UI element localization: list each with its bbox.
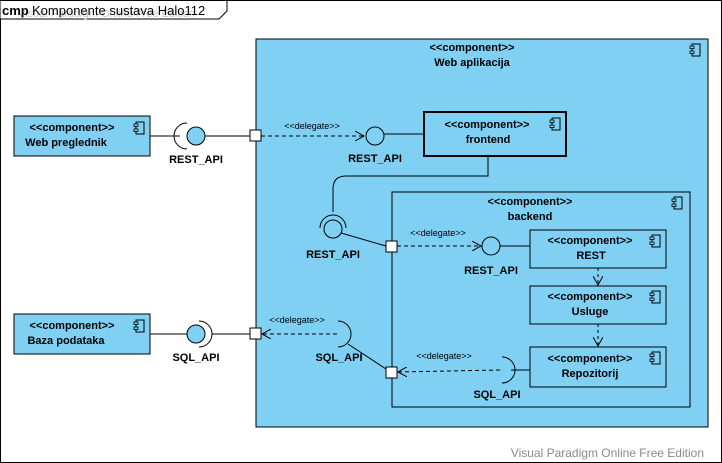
- interface-rest-api-rest[interactable]: REST_API: [464, 236, 530, 277]
- interface-rest-api-web-preglednik[interactable]: REST_API: [150, 122, 250, 166]
- port-web-aplikacija-top[interactable]: [249, 129, 262, 142]
- frame-watermark-overlay: Visual Paradigm Online Free Edition: [18, 8, 195, 20]
- delegate-connector-frontend[interactable]: <<delegate>>: [261, 121, 364, 136]
- web-aplikacija-label: Web aplikacija: [434, 57, 510, 69]
- delegate-connector-repozitorij[interactable]: <<delegate>>: [398, 351, 501, 372]
- web-aplikacija-stereotype: <<component>>: [430, 42, 515, 54]
- rest-api-label-left: REST_API: [169, 154, 223, 166]
- baza-podataka-label: Baza podataka: [27, 335, 105, 347]
- port-backend-sql[interactable]: [385, 366, 398, 379]
- required-interface-repozitorij-sql[interactable]: SQL_API: [473, 356, 530, 401]
- interface-sql-api-baza[interactable]: SQL_API: [150, 320, 250, 364]
- delegate-connector-rest[interactable]: <<delegate>>: [397, 228, 481, 246]
- rest-stereotype: <<component>>: [548, 235, 633, 247]
- component-web-preglednik[interactable]: <<component>> Web preglednik: [13, 115, 151, 157]
- rest-api-label-frontend: REST_API: [348, 153, 402, 165]
- backend-stereotype: <<component>>: [488, 196, 573, 208]
- delegate-label-baza: <<delegate>>: [269, 315, 325, 325]
- port-backend-rest[interactable]: [385, 240, 398, 253]
- footer-watermark: Visual Paradigm Online Free Edition: [511, 446, 704, 460]
- usluge-stereotype: <<component>>: [548, 291, 633, 303]
- sql-api-label-repozitorij: SQL_API: [473, 389, 520, 401]
- backend-label: backend: [508, 211, 553, 223]
- component-rest[interactable]: <<component>> REST: [529, 229, 667, 269]
- delegate-label-frontend: <<delegate>>: [284, 121, 340, 131]
- rest-label: REST: [576, 250, 606, 262]
- rest-api-label-rest: REST_API: [464, 265, 518, 277]
- delegate-label-rest: <<delegate>>: [410, 228, 466, 238]
- sql-api-label-mid: SQL_API: [315, 352, 362, 364]
- component-frontend[interactable]: <<component>> frontend: [423, 111, 567, 157]
- frame-keyword: cmp: [2, 3, 29, 18]
- required-interface-backend-sql[interactable]: SQL_API: [315, 320, 387, 370]
- rest-api-label-mid: REST_API: [306, 249, 360, 261]
- interface-rest-api-frontend[interactable]: REST_API: [348, 126, 424, 165]
- frontend-label: frontend: [466, 134, 511, 146]
- sql-api-label-left: SQL_API: [172, 352, 219, 364]
- repozitorij-stereotype: <<component>>: [548, 353, 633, 365]
- web-preglednik-stereotype: <<component>>: [30, 122, 115, 134]
- delegate-connector-baza[interactable]: <<delegate>>: [262, 315, 337, 334]
- web-preglednik-label: Web preglednik: [25, 137, 108, 149]
- port-web-aplikacija-bottom[interactable]: [249, 327, 262, 340]
- component-usluge[interactable]: <<component>> Usluge: [529, 285, 667, 325]
- repozitorij-label: Repozitorij: [562, 368, 619, 380]
- frontend-stereotype: <<component>>: [445, 119, 530, 131]
- component-repozitorij[interactable]: <<component>> Repozitorij: [529, 346, 667, 388]
- baza-podataka-stereotype: <<component>>: [30, 320, 115, 332]
- usluge-label: Usluge: [572, 306, 609, 318]
- required-interface-frontend-backend[interactable]: REST_API: [306, 156, 489, 261]
- frame-title: Komponente sustava Halo112: [32, 3, 205, 18]
- frame-tab: [0, 0, 228, 20]
- delegate-label-repozitorij: <<delegate>>: [416, 351, 472, 361]
- component-baza-podataka[interactable]: <<component>> Baza podataka: [13, 313, 151, 355]
